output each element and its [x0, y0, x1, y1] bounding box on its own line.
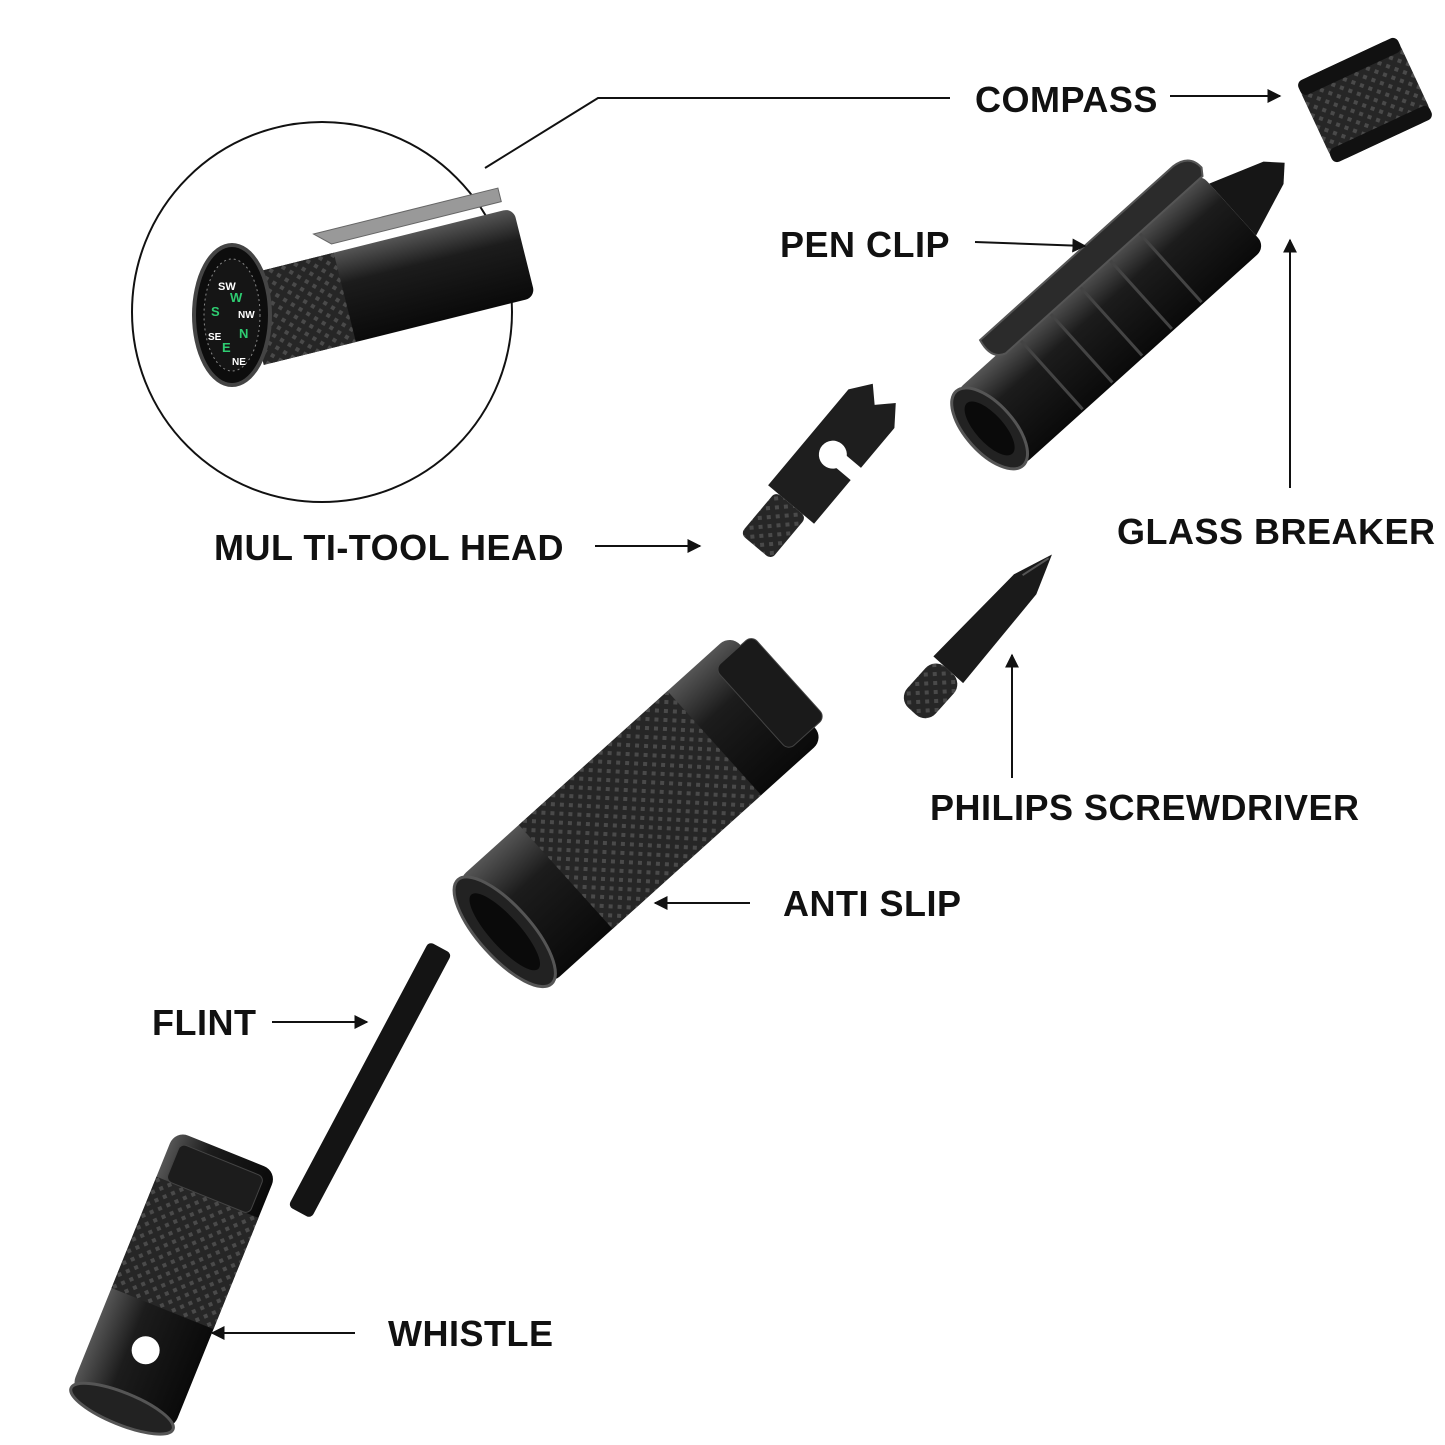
label-philips-screwdriver: PHILIPS SCREWDRIVER — [930, 787, 1360, 828]
compass-dial-ne: NE — [232, 357, 246, 368]
compass-dial-se: SE — [208, 332, 222, 343]
label-anti-slip: ANTI SLIP — [783, 883, 962, 924]
multi-tool-head — [742, 383, 896, 558]
philips-screwdriver-bit — [903, 554, 1052, 719]
compass-dial-n: N — [239, 326, 248, 341]
label-multi-tool-head: MUL TI-TOOL HEAD — [214, 527, 564, 568]
label-compass: COMPASS — [975, 79, 1158, 120]
flint-rod — [289, 943, 451, 1217]
compass-dial-s: S — [211, 304, 220, 319]
compass-dial-e: E — [222, 340, 231, 355]
compass-dial-nw: NW — [238, 310, 255, 321]
pen-clip-arrow — [974, 238, 1087, 253]
label-whistle: WHISTLE — [388, 1313, 554, 1354]
compass-dial-w: W — [230, 290, 243, 305]
label-pen-clip: PEN CLIP — [780, 224, 951, 265]
callout-arrows — [210, 89, 1297, 1340]
compass-detail-zoom: SW W NW S N SE E NE — [131, 97, 950, 503]
pen-clip-body — [950, 159, 1285, 471]
whistle — [69, 1134, 273, 1436]
compass-cap — [1298, 37, 1432, 163]
anti-slip-grip — [452, 638, 823, 989]
label-flint: FLINT — [152, 1002, 257, 1043]
compass-dial-sw: SW — [218, 281, 236, 293]
label-glass-breaker: GLASS BREAKER — [1117, 511, 1436, 552]
